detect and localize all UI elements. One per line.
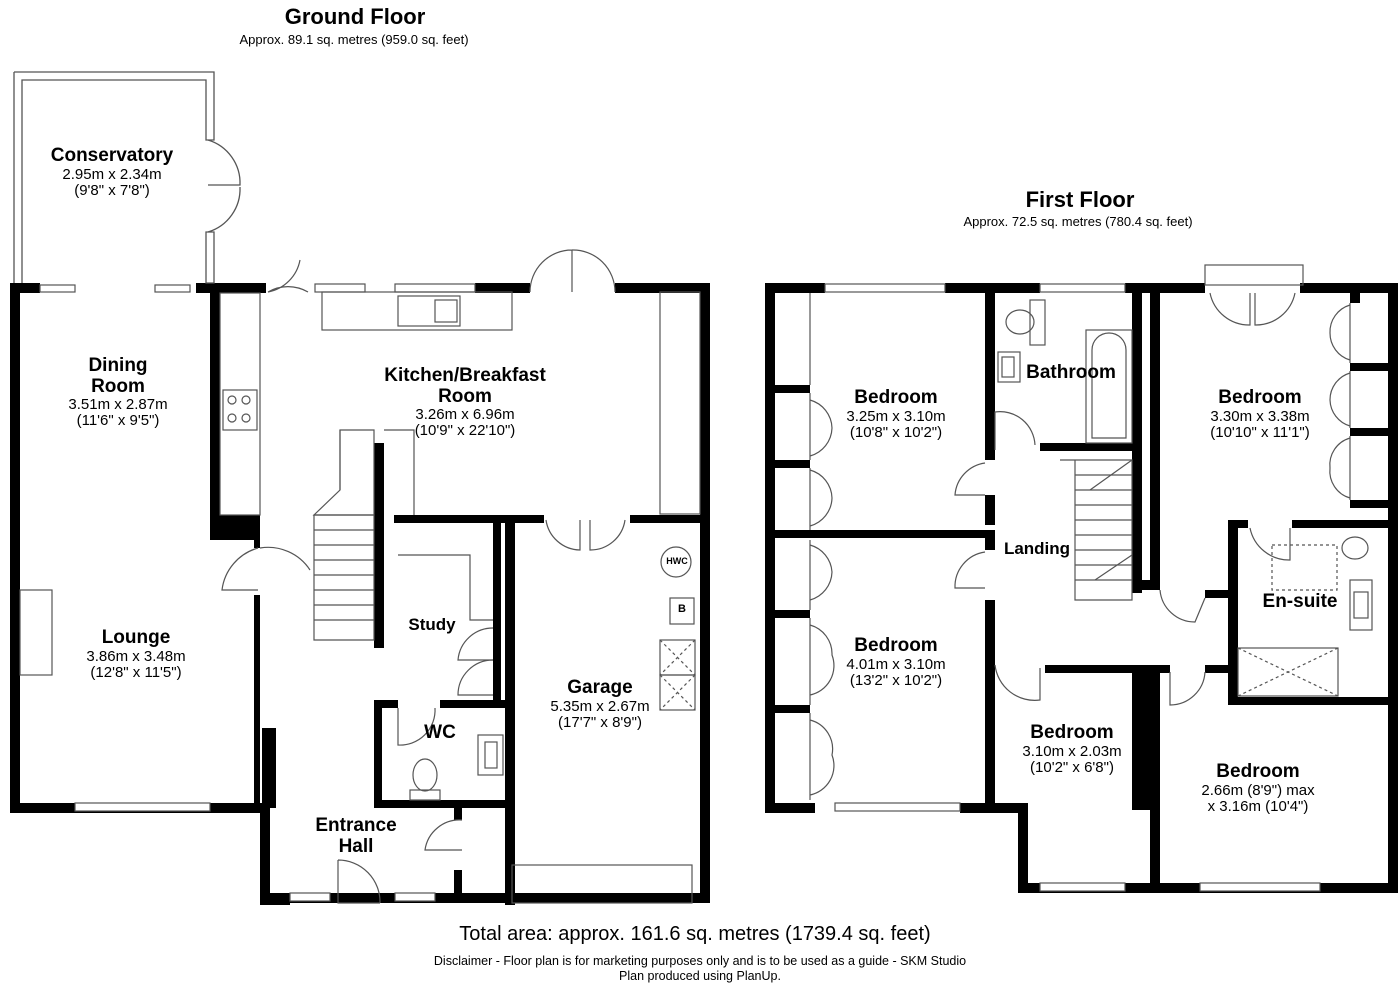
room-dimensions-imperial: (9'8" x 7'8"): [74, 181, 150, 199]
conservatory-frame: [13, 71, 241, 284]
room-dimensions-metric: 5.35m x 2.67m: [550, 697, 650, 715]
room-name: Bedroom: [1216, 761, 1300, 782]
ground-floor-title: Ground Floor: [284, 4, 426, 29]
room-dimensions-imperial: (13'2" x 10'2"): [849, 671, 943, 689]
room-dimensions-metric: 3.30m x 3.38m: [1210, 407, 1310, 425]
room-dimensions-metric: 3.86m x 3.48m: [86, 647, 186, 665]
room-name-line-2: Room: [91, 375, 145, 397]
room-dimensions-imperial: (10'9" x 22'10"): [414, 422, 516, 440]
room-name: Bedroom: [854, 635, 938, 656]
room-dimensions-imperial: x 3.16m (10'4"): [1207, 797, 1309, 815]
room-name-line-2: Hall: [338, 835, 374, 857]
produced-by: Plan produced using PlanUp.: [619, 969, 781, 983]
room-name-line-2: Room: [438, 385, 492, 407]
room-dimensions-metric: 3.26m x 6.96m: [415, 406, 515, 424]
room-dimensions-metric: 3.25m x 3.10m: [846, 407, 946, 425]
total-area: Total area: approx. 161.6 sq. metres (17…: [459, 923, 931, 945]
room-dimensions-imperial: (12'8" x 11'5"): [90, 663, 182, 681]
room-entrance-hall: Entrance Hall: [286, 815, 426, 857]
room-name-line-1: Entrance: [315, 815, 397, 836]
room-kitchen: Kitchen/Breakfast Room 3.26m x 6.96m (10…: [360, 365, 570, 440]
room-conservatory: Conservatory 2.95m x 2.34m (9'8" x 7'8"): [22, 145, 202, 199]
room-dimensions-imperial: (10'10" x 11'1"): [1210, 423, 1310, 441]
room-dimensions-metric: 2.95m x 2.34m: [62, 165, 162, 183]
room-name: Lounge: [101, 627, 171, 648]
room-dimensions-imperial: (11'6" x 9'5"): [76, 412, 160, 430]
room-dimensions-imperial: (10'8" x 10'2"): [849, 423, 943, 441]
room-bedroom-3: Bedroom 4.01m x 3.10m (13'2" x 10'2"): [806, 635, 986, 689]
disclaimer: Disclaimer - Floor plan is for marketing…: [433, 954, 967, 968]
room-dimensions-metric: 2.66m (8'9") max: [1201, 781, 1315, 799]
room-dimensions-imperial: (10'2" x 6'8"): [1030, 758, 1114, 776]
fixtures: [19, 249, 1373, 904]
room-name: Bedroom: [1030, 722, 1114, 743]
room-dimensions-metric: 3.10m x 2.03m: [1022, 742, 1122, 760]
room-name: Garage: [567, 677, 633, 698]
hwc-label: HWC: [666, 556, 688, 566]
room-bedroom-5: Bedroom 2.66m (8'9") max x 3.16m (10'4"): [1168, 761, 1348, 815]
room-name-line-1: Kitchen/Breakfast: [384, 365, 546, 386]
room-study: Study: [408, 615, 456, 634]
room-bathroom: Bathroom: [1026, 362, 1116, 383]
boiler-label: B: [678, 603, 686, 615]
room-name: Conservatory: [50, 145, 174, 166]
first-floor-title: First Floor: [1025, 187, 1135, 212]
room-dining: Dining Room 3.51m x 2.87m (11'6" x 9'5"): [28, 355, 208, 430]
room-bedroom-2: Bedroom 3.30m x 3.38m (10'10" x 11'1"): [1170, 387, 1350, 441]
room-bedroom-1: Bedroom 3.25m x 3.10m (10'8" x 10'2"): [806, 387, 986, 441]
room-wc: WC: [424, 722, 456, 743]
ground-floor-area: Approx. 89.1 sq. metres (959.0 sq. feet): [239, 32, 469, 47]
first-floor-area: Approx. 72.5 sq. metres (780.4 sq. feet): [963, 214, 1193, 229]
room-dimensions-metric: 3.51m x 2.87m: [68, 396, 168, 414]
room-dimensions-imperial: (17'7" x 8'9"): [558, 713, 642, 731]
room-bedroom-4: Bedroom 3.10m x 2.03m (10'2" x 6'8"): [992, 722, 1152, 776]
room-ensuite: En-suite: [1262, 591, 1338, 612]
room-name-line-1: Dining: [88, 355, 148, 376]
walls: [10, 283, 1398, 905]
room-name: Bedroom: [1218, 387, 1302, 408]
room-dimensions-metric: 4.01m x 3.10m: [846, 655, 946, 673]
room-garage: Garage 5.35m x 2.67m (17'7" x 8'9"): [510, 677, 690, 731]
room-lounge: Lounge 3.86m x 3.48m (12'8" x 11'5"): [46, 627, 226, 681]
windows: [39, 283, 1321, 902]
room-name: Bedroom: [854, 387, 938, 408]
room-landing: Landing: [1003, 539, 1071, 558]
